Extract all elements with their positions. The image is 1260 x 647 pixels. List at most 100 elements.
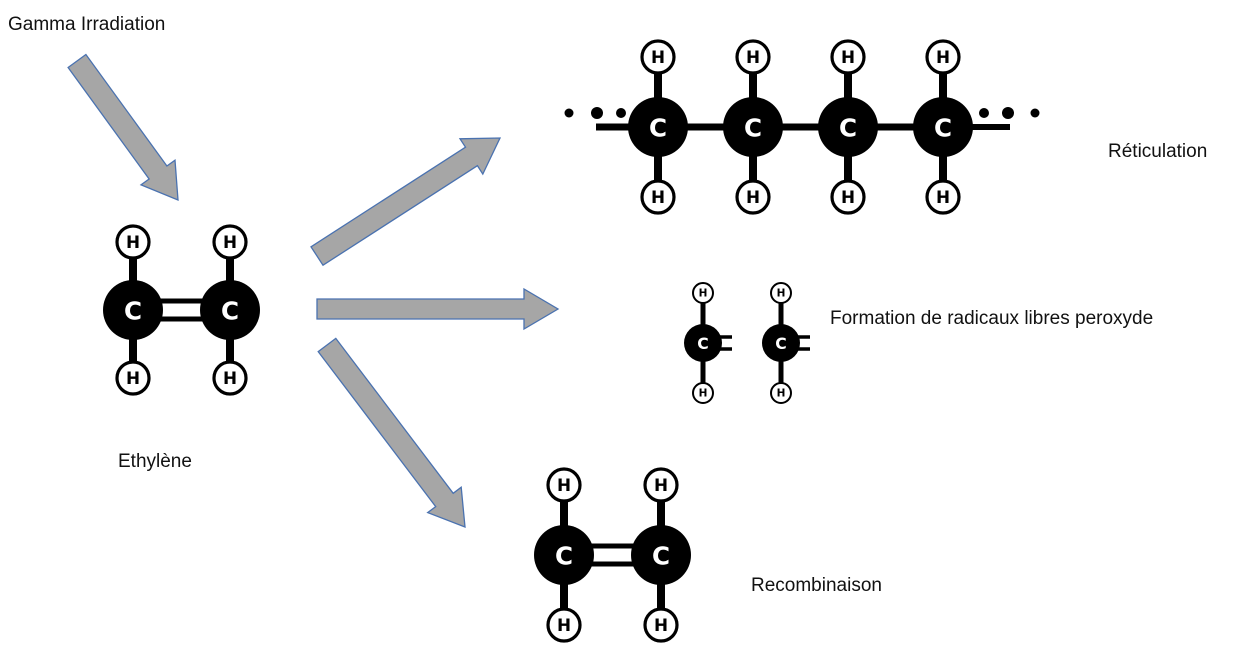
hydrogen-atom: H: [925, 179, 961, 215]
hydrogen-symbol: H: [777, 388, 786, 400]
hydrogen-circle: [770, 382, 792, 404]
recombination-label: Recombinaison: [751, 575, 882, 596]
hydrogen-circle: [115, 360, 151, 396]
hydrogen-atom: H: [770, 282, 792, 304]
carbon-circle: [818, 97, 878, 157]
hydrogen-circle: [925, 39, 961, 75]
hydrogen-symbol: H: [936, 187, 950, 207]
hydrogen-circle: [640, 39, 676, 75]
electron-dot: [616, 108, 626, 118]
carbon-symbol: C: [649, 114, 667, 143]
hydrogen-symbol: H: [223, 368, 237, 388]
peroxide-radicals-label: Formation de radicaux libres peroxyde: [830, 308, 1153, 329]
carbon-circle: [684, 324, 722, 362]
carbon-circle: [762, 324, 800, 362]
hydrogen-symbol: H: [746, 47, 760, 67]
electron-dot: [979, 108, 989, 118]
hydrogen-circle: [546, 607, 582, 643]
hydrogen-symbol: H: [557, 615, 571, 635]
reticulation-arrow: [310, 137, 502, 267]
free-radical-pair: H H C H H C: [684, 282, 810, 404]
hydrogen-symbol: H: [699, 388, 708, 400]
hydrogen-atom: H: [735, 39, 771, 75]
carbon-symbol: C: [934, 114, 952, 143]
hydrogen-symbol: H: [654, 615, 668, 635]
hydrogen-atom: H: [925, 39, 961, 75]
recombined-ethylene-molecule: H H H H C C: [534, 467, 691, 643]
carbon-circle: [723, 97, 783, 157]
hydrogen-circle: [830, 39, 866, 75]
hydrogen-circle: [640, 179, 676, 215]
hydrogen-circle: [770, 282, 792, 304]
hydrogen-symbol: H: [223, 232, 237, 252]
carbon-symbol: C: [221, 297, 239, 326]
carbon-atom: C: [913, 97, 973, 157]
carbon-atom: C: [723, 97, 783, 157]
gamma-irradiation-label: Gamma Irradiation: [8, 14, 165, 35]
hydrogen-circle: [692, 282, 714, 304]
electron-dot: [564, 108, 574, 118]
hydrogen-atom: H: [115, 360, 151, 396]
hydrogen-circle: [735, 39, 771, 75]
hydrogen-circle: [115, 224, 151, 260]
hydrogen-atom: H: [830, 179, 866, 215]
hydrogen-atom: H: [830, 39, 866, 75]
hydrogen-symbol: H: [777, 288, 786, 300]
carbon-symbol: C: [697, 335, 708, 353]
hydrogen-circle: [212, 360, 248, 396]
hydrogen-symbol: H: [654, 475, 668, 495]
gamma-arrow: [67, 53, 179, 202]
hydrogen-symbol: H: [936, 47, 950, 67]
carbon-atom: C: [534, 525, 594, 585]
hydrogen-atom: H: [640, 39, 676, 75]
carbon-circle: [913, 97, 973, 157]
hydrogen-circle: [830, 179, 866, 215]
carbon-circle: [103, 280, 163, 340]
carbon-circle: [200, 280, 260, 340]
hydrogen-symbol: H: [841, 47, 855, 67]
carbon-atom: C: [818, 97, 878, 157]
hydrogen-atom: H: [546, 467, 582, 503]
hydrogen-symbol: H: [126, 368, 140, 388]
hydrogen-atom: H: [212, 360, 248, 396]
carbon-symbol: C: [775, 335, 786, 353]
carbon-atom: C: [762, 324, 800, 362]
hydrogen-atom: H: [692, 382, 714, 404]
hydrogen-symbol: H: [651, 47, 665, 67]
hydrogen-symbol: H: [557, 475, 571, 495]
hydrogen-atom: H: [115, 224, 151, 260]
carbon-atom: C: [200, 280, 260, 340]
hydrogen-atom: H: [643, 607, 679, 643]
hydrogen-atom: H: [770, 382, 792, 404]
carbon-atom: C: [628, 97, 688, 157]
carbon-symbol: C: [839, 114, 857, 143]
hydrogen-symbol: H: [699, 288, 708, 300]
hydrogen-symbol: H: [126, 232, 140, 252]
hydrogen-circle: [643, 607, 679, 643]
carbon-symbol: C: [124, 297, 142, 326]
carbon-atom: C: [103, 280, 163, 340]
ethylene-label: Ethylène: [118, 451, 192, 472]
hydrogen-circle: [735, 179, 771, 215]
hydrogen-symbol: H: [841, 187, 855, 207]
carbon-circle: [631, 525, 691, 585]
carbon-symbol: C: [555, 542, 573, 571]
hydrogen-atom: H: [692, 282, 714, 304]
carbon-atom: C: [631, 525, 691, 585]
hydrogen-atom: H: [735, 179, 771, 215]
ethylene-molecule: H H H H C C: [103, 224, 260, 396]
hydrogen-circle: [643, 467, 679, 503]
electron-dot: [1030, 108, 1040, 118]
hydrogen-atom: H: [212, 224, 248, 260]
carbon-circle: [628, 97, 688, 157]
radical-arrow: [316, 287, 560, 331]
carbon-symbol: C: [652, 542, 670, 571]
hydrogen-atom: H: [640, 179, 676, 215]
hydrogen-circle: [925, 179, 961, 215]
reticulation-label: Réticulation: [1108, 141, 1207, 162]
carbon-circle: [534, 525, 594, 585]
recombination-arrow: [317, 337, 466, 528]
